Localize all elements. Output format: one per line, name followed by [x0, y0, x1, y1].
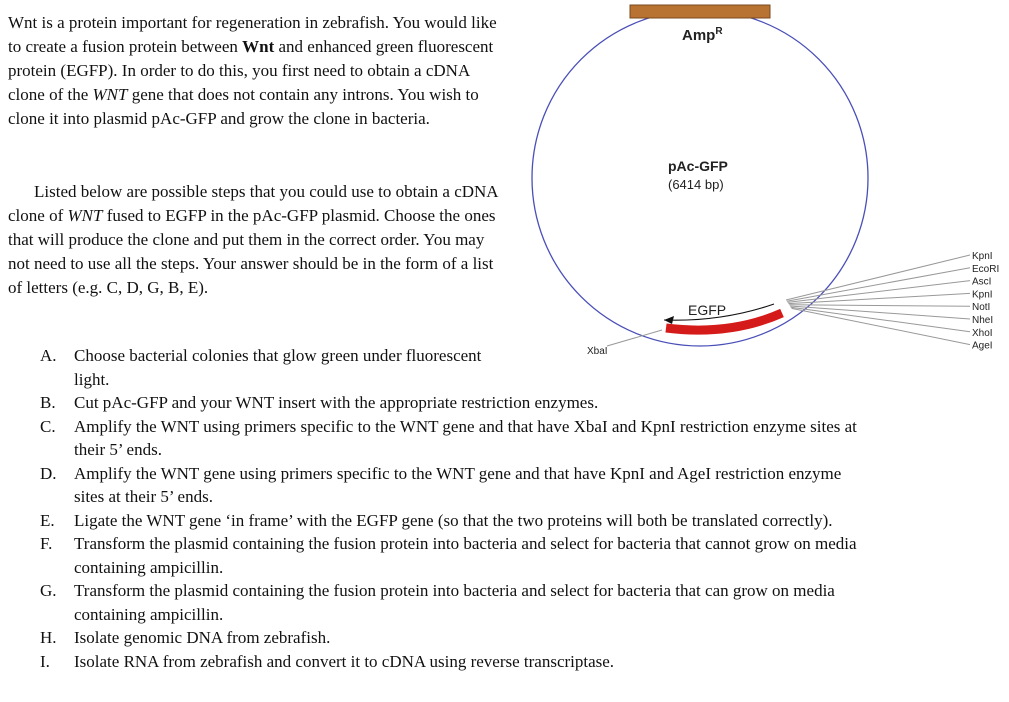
plasmid-name-label: pAc-GFP	[668, 158, 728, 174]
mcs-site-label: KpnI	[972, 289, 993, 300]
egfp-arrowhead	[664, 316, 674, 324]
mcs-site-line	[789, 305, 971, 320]
mcs-site-line	[790, 306, 971, 333]
step-item: E. Ligate the WNT gene ‘in frame’ with th…	[0, 509, 1000, 533]
step-letter: E.	[40, 510, 55, 530]
mcs-site-line	[785, 254, 971, 301]
step-item: I. Isolate RNA from zebrafish and convert…	[0, 650, 1000, 674]
mcs-site-label: AscI	[972, 277, 991, 288]
mcs-site-label: AgeI	[972, 341, 993, 352]
step-text: Amplify the WNT gene using primers speci…	[74, 463, 842, 507]
mcs-site-label: NotI	[972, 302, 990, 313]
step-letter: F.	[40, 534, 53, 553]
xbai-site-line	[606, 329, 663, 347]
step-text: Amplify the WNT using primers specific t…	[74, 416, 857, 460]
egfp-label: EGFP	[688, 302, 726, 318]
step-letter: B.	[40, 393, 56, 412]
step-text: Transform the plasmid containing the fus…	[74, 534, 857, 577]
mcs-site-label: NheI	[972, 315, 993, 326]
step-item: G. Transform the plasmid containing the f…	[0, 579, 1000, 626]
step-letter: I.	[40, 651, 50, 671]
egfp-direction-arrow	[663, 303, 775, 321]
step-text: Cut pAc-GFP and your WNT insert with the…	[74, 393, 599, 412]
ampr-gene-box	[629, 4, 771, 19]
step-letter: H.	[40, 628, 57, 647]
intro-italic-wnt: WNT	[92, 85, 128, 104]
step-item: D. Amplify the WNT gene using primers spe…	[0, 462, 1000, 509]
step-item: F. Transform the plasmid containing the f…	[0, 532, 1000, 579]
step-text: Transform the plasmid containing the fus…	[74, 581, 835, 624]
step-letter: A.	[40, 346, 57, 365]
steps-list: A. Choose bacterial colonies that glow gr…	[0, 344, 1000, 673]
intro-paragraph: Wnt is a protein important for regenerat…	[8, 13, 497, 128]
mcs-site-label: KpnI	[972, 251, 993, 262]
step-item: A. Choose bacterial colonies that glow gr…	[0, 344, 1000, 391]
step-text: Isolate genomic DNA from zebrafish.	[74, 628, 331, 647]
mcs-site-label: XhoI	[972, 328, 993, 339]
ampr-label: AmpR	[682, 26, 723, 44]
step-text: Choose bacterial colonies that glow gree…	[74, 346, 482, 389]
mcs-site-line	[789, 304, 971, 307]
instructions-italic-wnt: WNT	[67, 206, 103, 225]
mcs-site-line	[786, 267, 971, 302]
step-item: H. Isolate genomic DNA from zebrafish.	[0, 626, 1000, 650]
plasmid-size-label: (6414 bp)	[668, 177, 724, 192]
step-text: Isolate RNA from zebrafish and convert i…	[74, 651, 615, 671]
mcs-site-line	[791, 307, 971, 346]
instructions-paragraph: Listed below are possible steps that you…	[8, 182, 498, 297]
step-item: C. Amplify the WNT using primers specific…	[0, 415, 1000, 462]
step-text: Ligate the WNT gene ‘in frame’ with the …	[74, 510, 833, 530]
step-letter: C.	[40, 416, 56, 436]
step-item: B. Cut pAc-GFP and your WNT insert with t…	[0, 391, 1000, 415]
xbai-label: XbaI	[587, 346, 608, 357]
mcs-site-line	[787, 280, 971, 303]
mcs-site-label: EcoRI	[972, 264, 999, 275]
step-letter: D.	[40, 463, 57, 483]
mcs-site-line	[788, 292, 971, 305]
egfp-gene-arc	[665, 308, 784, 335]
intro-bold-wnt: Wnt	[242, 37, 275, 56]
step-letter: G.	[40, 581, 57, 600]
